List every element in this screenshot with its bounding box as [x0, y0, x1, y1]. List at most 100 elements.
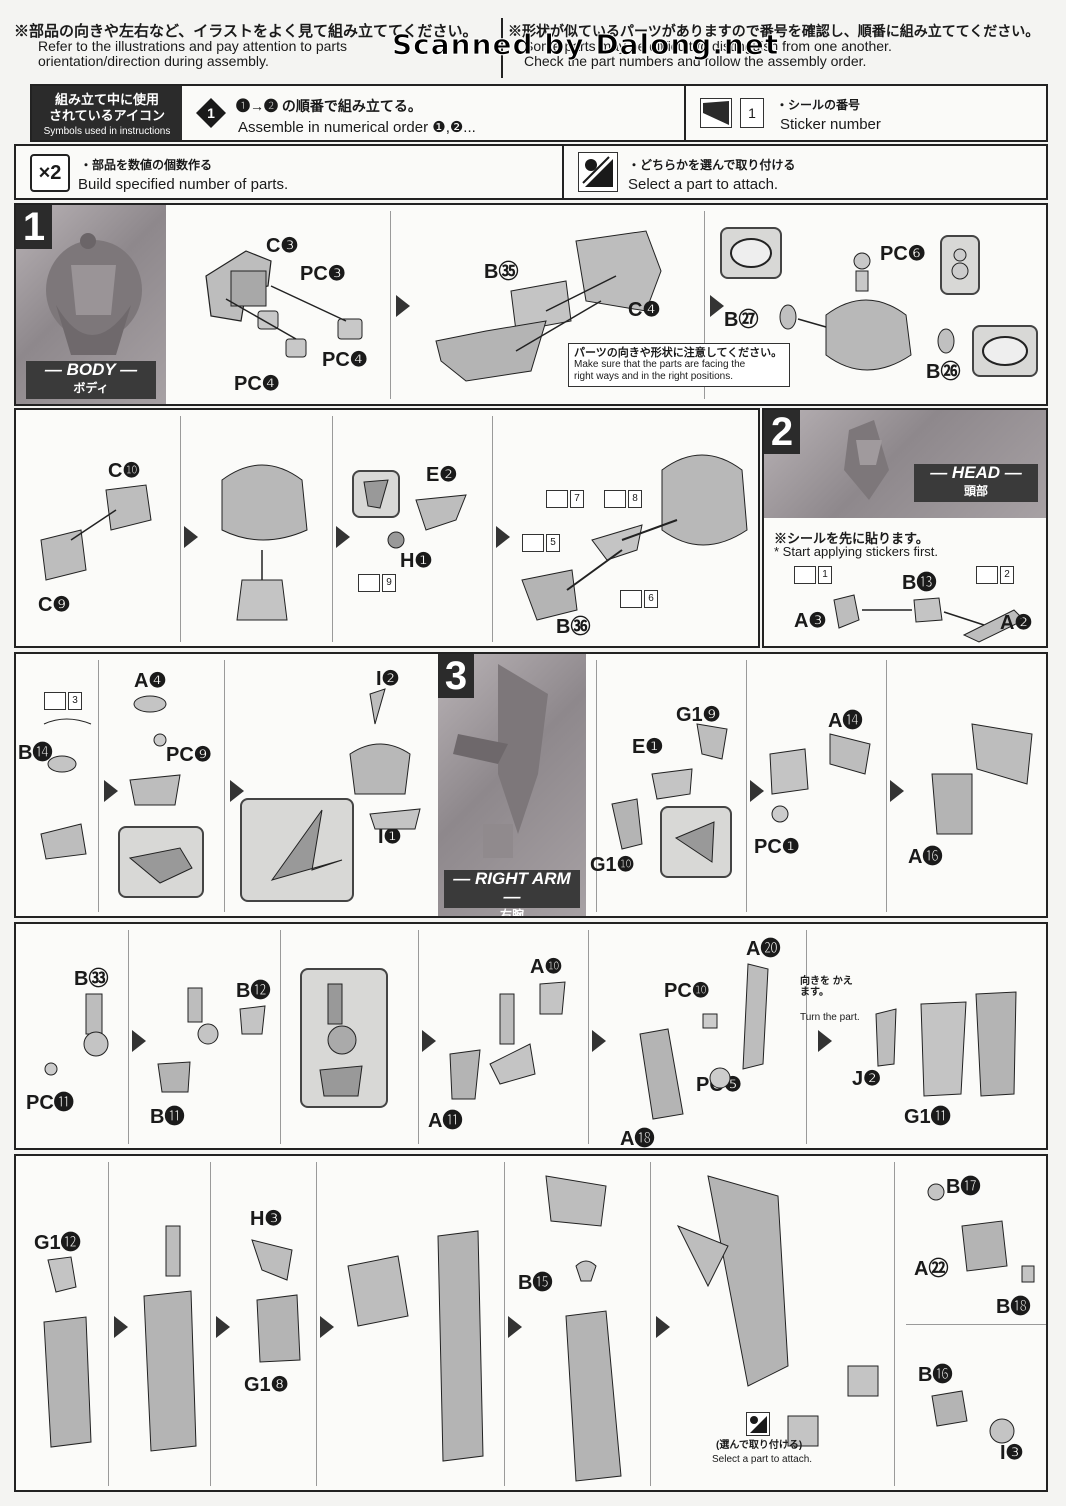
- select-part-en: Select a part to attach.: [712, 1454, 813, 1465]
- row5-sub3-diagram: [242, 1230, 316, 1370]
- row4-sub1-diagram: [36, 984, 126, 1094]
- sticker-no-2: 2: [1000, 566, 1014, 584]
- label-e2: E❷: [426, 464, 458, 486]
- header-divider: [501, 18, 503, 78]
- label-b11: B⓫: [150, 1106, 185, 1128]
- select-icon: [746, 1412, 770, 1436]
- body-banner: — BODY — ボディ: [26, 361, 156, 399]
- step3-row4-panel: B㉝ PC⓫ B⓬ B⓫ A❿ A⓫ A⓴ PC❿ PC❺ A⓲ 向きを かえま…: [14, 922, 1048, 1150]
- symbols-divider: [684, 86, 686, 140]
- sticker-no-5: 5: [546, 534, 560, 552]
- label-g19: G1❾: [676, 704, 721, 726]
- arrow-right-icon: [818, 1030, 832, 1052]
- sticker-no-3: 3: [68, 692, 82, 710]
- orientation-note-jp: ※部品の向きや左右など、イラストをよく見て組み立ててください。: [14, 23, 478, 40]
- symbols-box-row2: ×2 ・部品を数値の個数作る Build specified number of…: [14, 144, 1048, 200]
- turn-part-en: Turn the part.: [800, 1012, 860, 1023]
- order-text-en: Assemble in numerical order ❶,❷...: [238, 119, 476, 136]
- label-b13: B⓭: [902, 572, 937, 594]
- select-text-en: Select a part to attach.: [628, 176, 779, 193]
- step-order-icon: 1: [196, 98, 226, 128]
- scan-watermark: Scanned by Dalong.net: [391, 28, 780, 62]
- row5-divider-3: [316, 1162, 317, 1486]
- caution-note-jp: パーツの向きや形状に注意してください。: [574, 347, 783, 359]
- head-banner: — HEAD — 頭部: [914, 464, 1038, 502]
- step1-row2-panel: C❿ C❾ E❷ H❶ 9 7 8 5 6 B㊱: [14, 408, 760, 648]
- label-a2: A❷: [1000, 612, 1033, 634]
- label-c4: C❹: [628, 299, 661, 321]
- row3-divider-1: [98, 660, 99, 912]
- label-a22: A㉒: [914, 1258, 949, 1280]
- row3-sub1-diagram: [36, 714, 96, 864]
- label-b14: B⓮: [18, 742, 53, 764]
- sticker-icon: [976, 566, 998, 584]
- svg-text:1: 1: [207, 105, 215, 121]
- arrow-right-icon: [750, 780, 764, 802]
- label-a10: A❿: [530, 956, 563, 978]
- orientation-caution-note: パーツの向きや形状に注意してください。 Make sure that the p…: [568, 343, 790, 387]
- row4-sub3-diagram: [440, 974, 580, 1104]
- label-i3: I❸: [1000, 1442, 1024, 1464]
- sticker-text-jp: ・シールの番号: [776, 98, 861, 112]
- head-banner-en: — HEAD —: [930, 463, 1022, 482]
- sticker-icon: [358, 574, 380, 592]
- step3-panel: 3 B⓮ A❹ PC❾ I❷ I❶ 3 — RIGHT ARM — 右腕 G1❾…: [14, 652, 1048, 918]
- row4-sub2-diagram: [150, 984, 278, 1094]
- label-i1: I❶: [378, 826, 402, 848]
- row3-sub2-diagram: [120, 690, 220, 810]
- orientation-note-en-2: orientation/direction during assembly.: [38, 53, 269, 69]
- sticker-icon: [604, 490, 626, 508]
- label-h1: H❶: [400, 550, 433, 572]
- arrow-right-icon: [132, 1030, 146, 1052]
- arrow-right-icon: [656, 1316, 670, 1338]
- order-text-jp: ❶→❷ の順番で組み立てる。: [236, 98, 422, 114]
- sticker-no-7: 7: [570, 490, 584, 508]
- step1-sub1-diagram: [186, 231, 386, 396]
- row5-divider-2: [210, 1162, 211, 1486]
- label-g18: G1❽: [244, 1374, 289, 1396]
- row5-divider-4: [504, 1162, 505, 1486]
- label-a3: A❸: [794, 610, 827, 632]
- label-b27: B㉗: [724, 309, 759, 331]
- similar-parts-note-en-1: Some parts may be difficult to distingui…: [524, 38, 892, 54]
- label-b33: B㉝: [74, 968, 109, 990]
- row3-sub4-diagram: [602, 714, 742, 864]
- label-b26: B㉖: [926, 361, 961, 383]
- sticker-icon: [44, 692, 66, 710]
- label-pc3: PC❸: [300, 263, 346, 285]
- row5-sub5-diagram: [526, 1166, 648, 1486]
- row5-divider-6: [894, 1162, 895, 1486]
- sticker-number-box: 1: [740, 98, 764, 128]
- label-a14: A⓮: [828, 710, 863, 732]
- orientation-note: ※部品の向きや左右など、イラストをよく見て組み立ててください。 Refer to…: [14, 24, 494, 69]
- symbols-title: 組み立て中に使用 されているアイコン Symbols used in instr…: [32, 86, 182, 140]
- row4-divider-2: [280, 930, 281, 1144]
- label-b15: B⓯: [518, 1272, 553, 1294]
- label-g110: G1❿: [590, 854, 635, 876]
- right-arm-banner-jp: 右腕: [499, 908, 524, 918]
- row4-divider-1: [128, 930, 129, 1144]
- arrow-right-icon: [710, 295, 724, 317]
- label-c9: C❾: [38, 594, 71, 616]
- symbols-divider-2: [562, 146, 564, 198]
- label-c10: C❿: [108, 460, 141, 482]
- row3-divider-5: [886, 660, 887, 912]
- row2-sub3-diagram: [356, 460, 486, 640]
- step2-number: 2: [764, 410, 800, 454]
- multiply-icon: ×2: [30, 154, 70, 192]
- symbols-box-row1: 組み立て中に使用 されているアイコン Symbols used in instr…: [30, 84, 1048, 142]
- select-part-jp: (選んで取り付ける): [716, 1440, 803, 1451]
- row5-sub8-diagram: [922, 1376, 1042, 1466]
- sticker-icon: [620, 590, 642, 608]
- right-arm-banner-en: — RIGHT ARM —: [453, 869, 571, 906]
- multiply-text-jp: ・部品を数値の個数作る: [80, 158, 213, 172]
- select-text-jp: ・どちらかを選んで取り付ける: [628, 158, 796, 172]
- row4-divider-3: [418, 930, 419, 1144]
- head-banner-jp: 頭部: [963, 484, 988, 498]
- right-arm-banner: — RIGHT ARM — 右腕: [444, 869, 580, 916]
- row2-divider-2: [332, 416, 333, 642]
- label-b36: B㊱: [556, 616, 591, 638]
- row5-sub7-diagram: [912, 1176, 1042, 1296]
- select-icon: [578, 152, 618, 192]
- turn-part-jp: 向きを かえます。: [800, 976, 853, 998]
